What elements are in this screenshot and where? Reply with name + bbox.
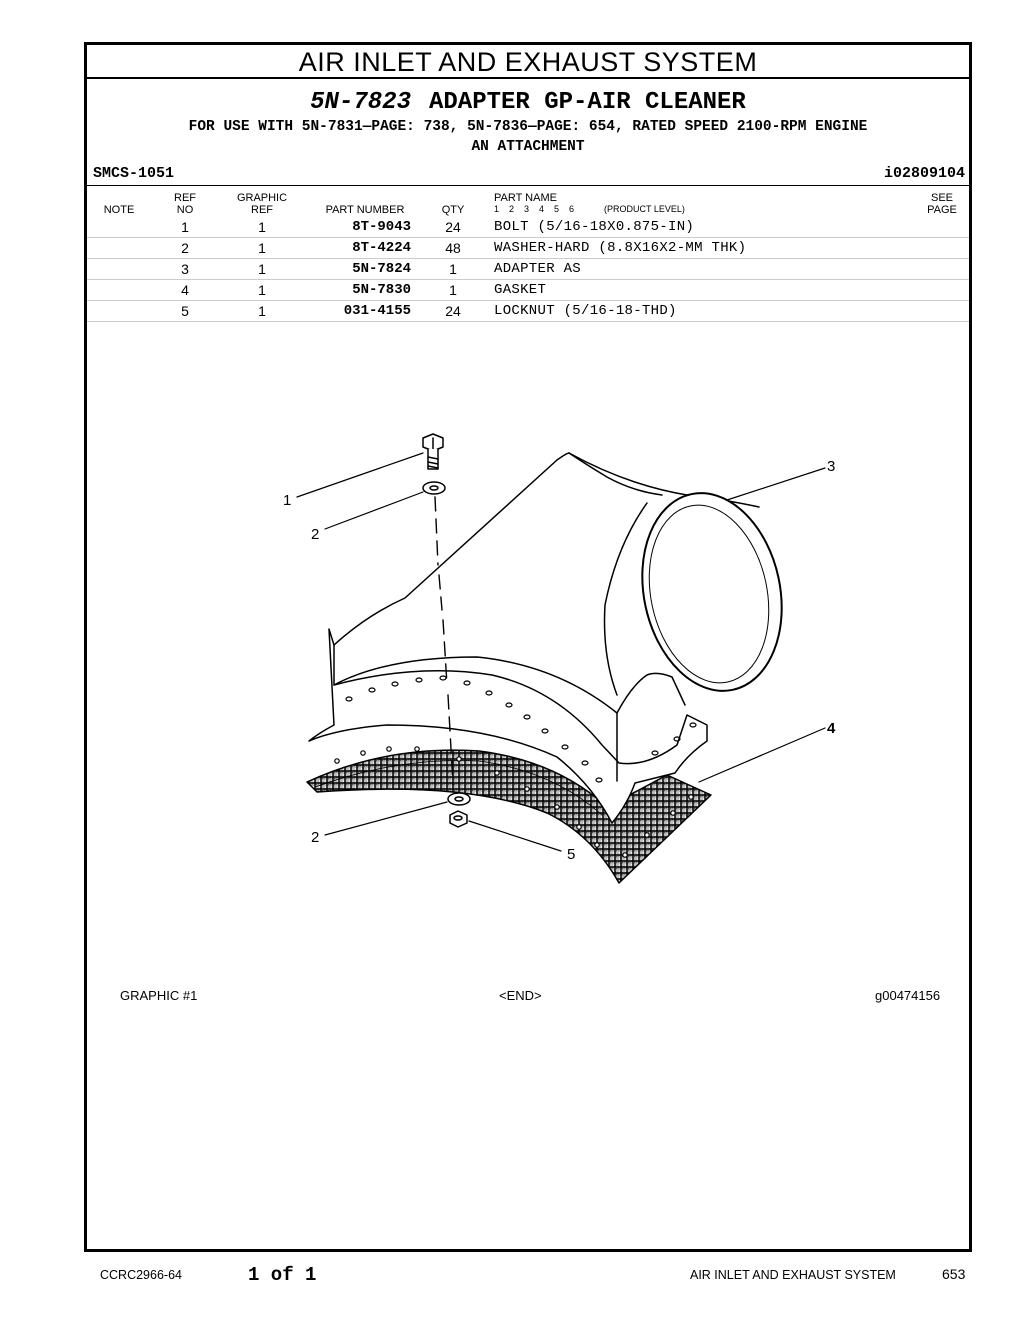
ref-no: 3 bbox=[181, 261, 189, 277]
use-with-line-2: AN ATTACHMENT bbox=[471, 139, 585, 155]
end-marker: <END> bbox=[499, 988, 542, 1003]
col-levels: 1 2 3 4 5 6 bbox=[494, 204, 575, 214]
col-see-top: SEE bbox=[930, 192, 953, 204]
table-row: 1 1 8T-9043 24 BOLT (5/16-18X0.875-IN) bbox=[87, 216, 969, 238]
part-number: 5N-7824 bbox=[352, 261, 411, 277]
col-ref-top: REF bbox=[174, 192, 196, 204]
qty: 1 bbox=[449, 261, 457, 277]
qty: 24 bbox=[445, 303, 461, 319]
graphic-id: g00474156 bbox=[875, 988, 941, 1003]
col-see-bottom: PAGE bbox=[927, 204, 957, 216]
col-graphic-top: GRAPHIC bbox=[236, 192, 288, 204]
graphic-ref: 1 bbox=[258, 261, 266, 277]
washer-bottom-drawing bbox=[447, 792, 471, 806]
page-number: 653 bbox=[942, 1266, 966, 1282]
parts-illustration: 1 2 3 4 2 5 bbox=[283, 433, 836, 884]
table-row: 3 1 5N-7824 1 ADAPTER AS bbox=[87, 258, 969, 280]
graphic-label: GRAPHIC #1 bbox=[120, 988, 198, 1003]
part-name: WASHER-HARD (8.8X16X2-MM THK) bbox=[494, 240, 747, 256]
qty: 1 bbox=[449, 282, 457, 298]
use-with-note: FOR USE WITH 5N-7831—PAGE: 738, 5N-7836—… bbox=[87, 117, 969, 157]
graphic-ref: 1 bbox=[258, 282, 266, 298]
qty: 48 bbox=[445, 240, 461, 256]
graphic-ref: 1 bbox=[258, 240, 266, 256]
group-name: ADAPTER GP-AIR CLEANER bbox=[428, 89, 746, 116]
header-divider bbox=[87, 185, 969, 186]
callout-label: 3 bbox=[827, 458, 835, 475]
table-row: 5 1 031-4155 24 LOCKNUT (5/16-18-THD) bbox=[87, 300, 969, 322]
adapter-drawing bbox=[308, 452, 783, 858]
part-name: ADAPTER AS bbox=[494, 261, 582, 277]
document-number: CCRC2966-64 bbox=[100, 1268, 182, 1282]
graphic-ref: 1 bbox=[258, 219, 266, 235]
section-name: AIR INLET AND EXHAUST SYSTEM bbox=[690, 1268, 896, 1282]
part-number: 031-4155 bbox=[343, 303, 411, 319]
callout-label: 4 bbox=[827, 720, 836, 737]
col-qty: QTY bbox=[441, 204, 465, 216]
callout-label: 5 bbox=[567, 846, 575, 863]
callout-leaders bbox=[296, 452, 826, 852]
part-name: BOLT (5/16-18X0.875-IN) bbox=[494, 219, 695, 235]
callout-label: 2 bbox=[311, 829, 319, 846]
col-part-number: PART NUMBER bbox=[325, 204, 405, 216]
page-count: 1 of 1 bbox=[248, 1264, 317, 1286]
col-product-level: (PRODUCT LEVEL) bbox=[604, 204, 685, 214]
bolt-drawing bbox=[422, 433, 444, 470]
col-graphic-bottom: REF bbox=[251, 204, 273, 216]
table-row: 4 1 5N-7830 1 GASKET bbox=[87, 279, 969, 301]
document-ident: i02809104 bbox=[883, 165, 965, 182]
callout-label: 1 bbox=[283, 492, 291, 509]
ref-no: 4 bbox=[181, 282, 189, 298]
col-ref-bottom: NO bbox=[176, 204, 194, 216]
use-with-line-1: FOR USE WITH 5N-7831—PAGE: 738, 5N-7836—… bbox=[188, 119, 868, 135]
washer-top-drawing bbox=[422, 481, 446, 495]
graphic-ref: 1 bbox=[258, 303, 266, 319]
col-note: NOTE bbox=[103, 204, 135, 216]
callout-label: 2 bbox=[311, 526, 319, 543]
table-row: 2 1 8T-4224 48 WASHER-HARD (8.8X16X2-MM … bbox=[87, 237, 969, 259]
part-number: 8T-4224 bbox=[352, 240, 411, 256]
group-title: 5N-7823 ADAPTER GP-AIR CLEANER bbox=[87, 89, 969, 117]
group-part-number: 5N-7823 bbox=[310, 89, 411, 116]
ref-no: 1 bbox=[181, 219, 189, 235]
part-name: GASKET bbox=[494, 282, 547, 298]
ref-no: 2 bbox=[181, 240, 189, 256]
ref-no: 5 bbox=[181, 303, 189, 319]
col-part-name: PART NAME bbox=[494, 192, 557, 204]
qty: 24 bbox=[445, 219, 461, 235]
locknut-drawing bbox=[449, 810, 468, 828]
part-number: 8T-9043 bbox=[352, 219, 411, 235]
system-title: AIR INLET AND EXHAUST SYSTEM bbox=[87, 45, 969, 79]
part-number: 5N-7830 bbox=[352, 282, 411, 298]
smcs-code: SMCS-1051 bbox=[93, 165, 175, 182]
part-name: LOCKNUT (5/16-18-THD) bbox=[494, 303, 677, 319]
